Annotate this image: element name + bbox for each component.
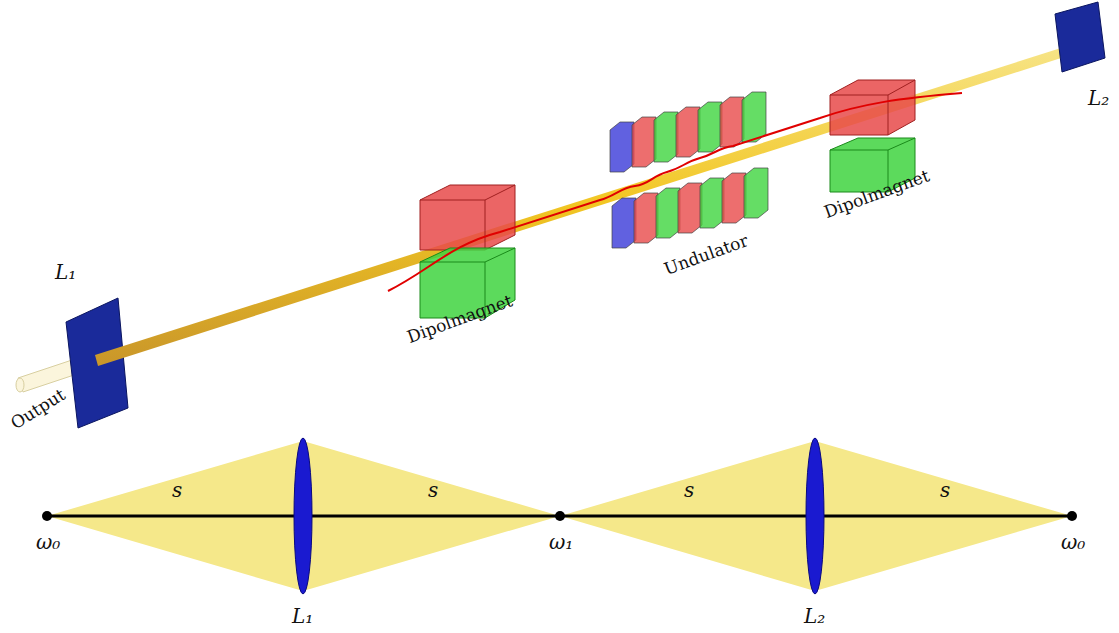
symbol-label: L₂ — [804, 606, 825, 626]
symbol-label: s — [940, 480, 950, 500]
undulator — [610, 92, 768, 248]
part-label: Output — [8, 386, 68, 432]
undulator-magnet — [742, 92, 766, 142]
mirror — [1055, 2, 1105, 72]
laser-beam — [95, 41, 1086, 366]
undulator-magnet — [698, 102, 722, 152]
symbol-label: s — [428, 480, 438, 500]
output-beam — [16, 378, 24, 392]
symbol-label: L₁ — [55, 262, 76, 282]
undulator-magnet — [654, 112, 678, 162]
symbol-label: L₁ — [292, 606, 313, 626]
undulator-magnet — [656, 188, 680, 238]
symbol-label: ω₀ — [36, 532, 60, 552]
undulator-magnet — [722, 173, 746, 223]
undulator-magnet — [700, 178, 724, 228]
electron-path — [388, 93, 962, 291]
undulator-magnet — [744, 168, 768, 218]
symbol-label: ω₁ — [549, 532, 573, 552]
symbol-label: L₂ — [1088, 88, 1109, 108]
undulator-magnet — [720, 97, 744, 147]
undulator-magnet — [612, 198, 636, 248]
symbol-label: ω₀ — [1061, 532, 1085, 552]
undulator-magnet — [634, 193, 658, 243]
resonator-schematic — [42, 438, 1077, 594]
symbol-label: s — [684, 480, 694, 500]
symbol-label: s — [172, 480, 182, 500]
undulator-magnet — [610, 122, 634, 172]
mirror — [66, 298, 128, 428]
undulator-magnet — [678, 183, 702, 233]
undulator-magnet — [632, 117, 656, 167]
undulator-magnet — [676, 107, 700, 157]
part-label: Undulator — [662, 232, 750, 278]
